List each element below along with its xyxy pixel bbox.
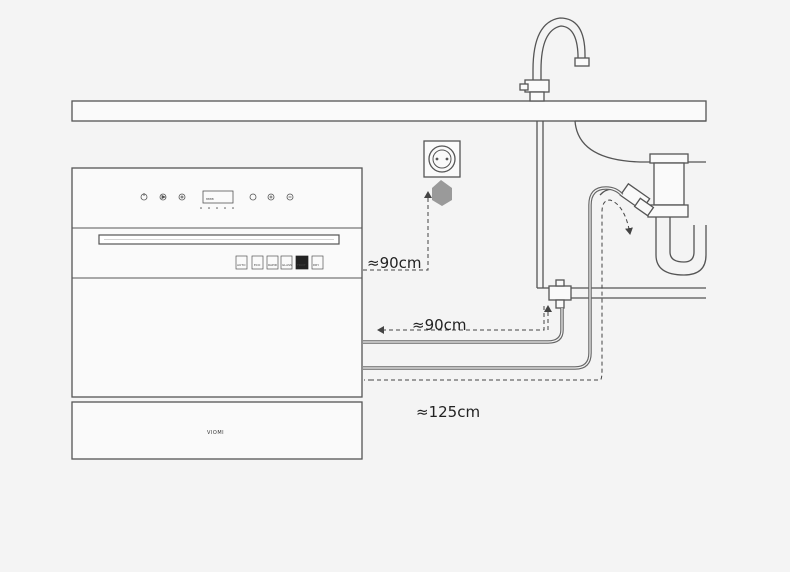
digital-display [202, 190, 234, 204]
power-cord-dimension [363, 191, 432, 271]
display-readout: 8888 [206, 197, 214, 201]
inlet-hose-inner [363, 308, 563, 343]
program-button-rapid [266, 255, 279, 270]
program-button-eco [251, 255, 264, 270]
program-label-5: DRY [313, 263, 319, 267]
power-plug-icon [432, 180, 452, 206]
start-button-icon [159, 193, 167, 201]
drain-hose-dimension [364, 199, 633, 381]
program-button-fruit [295, 255, 309, 270]
program-label-0: AUTO [237, 263, 246, 267]
drain-hose-inner [363, 187, 623, 369]
wall-socket-icon [423, 140, 461, 178]
minus-button-icon [286, 193, 294, 201]
countertop [71, 100, 707, 122]
delay-button-icon [249, 193, 257, 201]
program-label-3: GLASS [282, 263, 292, 267]
brand-logo: VIOMI [207, 430, 224, 436]
program-button-glass [280, 255, 293, 270]
water-supply-valve [536, 121, 706, 309]
faucet-icon [519, 17, 590, 102]
power-button-icon [140, 193, 148, 201]
display-sublabels [200, 207, 234, 209]
drain-hose-length-label: ≈125cm [416, 403, 481, 421]
dishwasher-base [71, 401, 363, 460]
sink-basin [574, 120, 706, 163]
power-cord-length-label: ≈90cm [367, 254, 422, 272]
inlet-hose-length-label: ≈90cm [412, 316, 467, 334]
sink-drain-trap [647, 153, 707, 276]
control-panel [140, 190, 294, 204]
inlet-hose-dimension [377, 305, 552, 334]
program-label-2: RAPID [268, 263, 278, 267]
program-button-dry [311, 255, 324, 270]
mode-button-icon [178, 193, 186, 201]
program-buttons [235, 255, 324, 270]
program-button-auto [235, 255, 248, 270]
program-label-4: FRUIT [297, 263, 306, 267]
plus-button-icon [267, 193, 275, 201]
dishwasher [71, 167, 363, 398]
program-label-1: ECO [254, 263, 261, 267]
